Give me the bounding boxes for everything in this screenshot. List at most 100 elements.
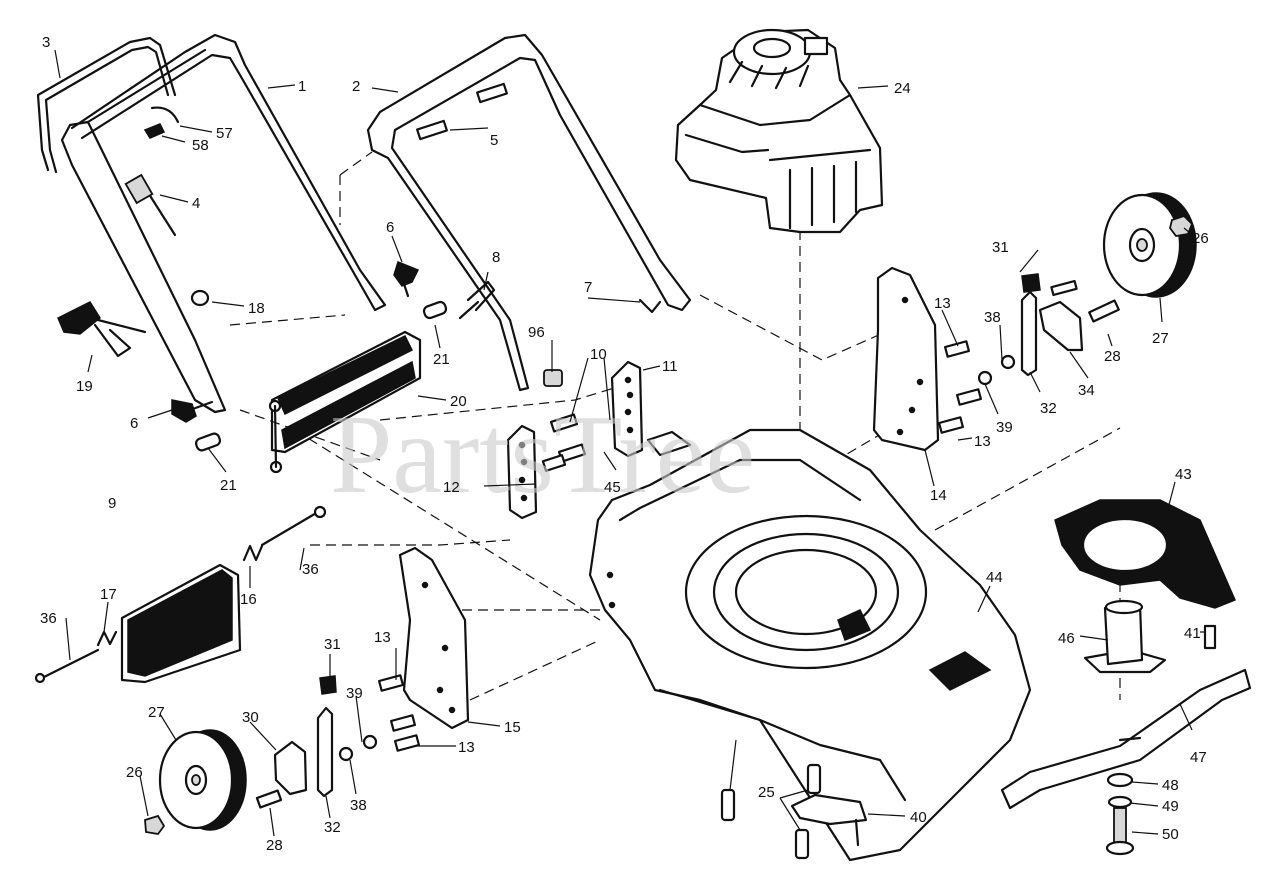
handle-knob-lower	[171, 399, 214, 423]
rear-door	[268, 330, 422, 474]
callout-16: 16	[240, 591, 257, 608]
callout-24: 24	[894, 80, 911, 97]
bolt-21-lower	[194, 432, 222, 452]
key-41	[1203, 624, 1217, 650]
callout-38a: 38	[984, 309, 1001, 326]
wheel-nut-right	[1169, 214, 1194, 237]
callout-10: 10	[590, 346, 607, 363]
callout-36a: 36	[302, 561, 319, 578]
callout-47: 47	[1190, 749, 1207, 766]
washer-49	[1107, 795, 1133, 809]
wire-clip	[543, 369, 563, 387]
callout-8: 8	[492, 249, 500, 266]
callout-19: 19	[76, 378, 93, 395]
washer-39-right	[977, 370, 993, 386]
callout-1: 1	[298, 78, 306, 95]
callout-6b: 6	[130, 415, 138, 432]
height-plate-right	[872, 266, 940, 452]
wheel-nut-left	[144, 814, 166, 835]
cable-adjuster	[124, 173, 177, 237]
callout-17: 17	[100, 586, 117, 603]
mower-deck	[588, 428, 1032, 862]
callout-13d: 13	[458, 739, 475, 756]
height-bracket-11	[610, 360, 644, 458]
height-plate-left	[398, 546, 470, 730]
rod-36-upper	[260, 505, 327, 547]
callout-7: 7	[584, 279, 592, 296]
callout-21b: 21	[220, 477, 237, 494]
callout-6a: 6	[386, 219, 394, 236]
mower-blade	[1000, 668, 1252, 810]
washer-18	[190, 289, 210, 307]
callout-45: 45	[604, 479, 621, 496]
callout-44: 44	[986, 569, 1003, 586]
callout-4: 4	[192, 195, 200, 212]
callout-31b: 31	[324, 636, 341, 653]
bolt-21-upper	[422, 300, 448, 320]
callout-3: 3	[42, 34, 50, 51]
callout-34: 34	[1078, 382, 1095, 399]
callout-46: 46	[1058, 630, 1075, 647]
spring-17	[96, 630, 118, 647]
bolts-25	[720, 763, 822, 860]
bolts-13-left	[377, 674, 421, 752]
height-bracket-12	[506, 424, 538, 520]
bolts-13-right	[937, 340, 983, 434]
control-bail	[36, 36, 177, 174]
callout-2: 2	[352, 78, 360, 95]
callout-14: 14	[930, 487, 947, 504]
callout-13b: 13	[974, 433, 991, 450]
wheel-left	[158, 729, 247, 831]
callout-15: 15	[504, 719, 521, 736]
callout-39a: 39	[996, 419, 1013, 436]
callout-13c: 13	[374, 629, 391, 646]
upper-handle-right	[366, 33, 692, 392]
handle-bolts	[416, 82, 508, 141]
callout-20: 20	[450, 393, 467, 410]
callout-11: 11	[662, 358, 678, 375]
plate-45	[646, 430, 692, 457]
rod-36-lower	[34, 648, 100, 684]
wheel-right	[1102, 192, 1197, 298]
callout-12: 12	[443, 479, 460, 496]
callout-28b: 28	[266, 837, 283, 854]
callout-labels: 1 2 3 4 5 6 6 7 8 9 10 11 12 13 13 13 13…	[40, 34, 1209, 854]
upper-handle-left	[60, 33, 387, 414]
callout-39b: 39	[346, 685, 363, 702]
callout-5: 5	[490, 132, 498, 149]
callout-43: 43	[1175, 466, 1192, 483]
callout-36b: 36	[40, 610, 57, 627]
callout-32b: 32	[324, 819, 341, 836]
washer-48	[1106, 772, 1134, 788]
clip-7	[638, 298, 662, 314]
blade-bolt-50	[1105, 807, 1135, 856]
mulch-baffle	[1054, 499, 1236, 609]
spring-16	[242, 544, 264, 562]
callout-18: 18	[248, 300, 265, 317]
callout-27b: 27	[148, 704, 165, 721]
callout-58: 58	[192, 137, 209, 154]
leader-lines	[54, 49, 1206, 837]
callout-38b: 38	[350, 797, 367, 814]
height-adjuster-right	[1000, 273, 1084, 377]
mulch-plug	[120, 563, 242, 684]
callout-96: 96	[528, 324, 545, 341]
callout-48: 48	[1162, 777, 1179, 794]
callout-26a: 26	[1192, 230, 1209, 247]
callout-50: 50	[1162, 826, 1179, 843]
callout-40: 40	[910, 809, 927, 826]
callout-57: 57	[216, 125, 233, 142]
callout-13a: 13	[934, 295, 951, 312]
callout-26b: 26	[126, 764, 143, 781]
bolt-28-right	[1088, 299, 1120, 323]
callout-30: 30	[242, 709, 259, 726]
callout-41: 41	[1184, 625, 1201, 642]
knob-cable-guide	[57, 301, 147, 358]
watermark: PartsTree	[330, 393, 755, 517]
handle-knob-upper	[393, 261, 420, 298]
callout-31a: 31	[992, 239, 1009, 256]
height-adjuster-left	[255, 675, 378, 809]
engine	[674, 28, 884, 234]
bracket-bolt	[458, 280, 496, 320]
